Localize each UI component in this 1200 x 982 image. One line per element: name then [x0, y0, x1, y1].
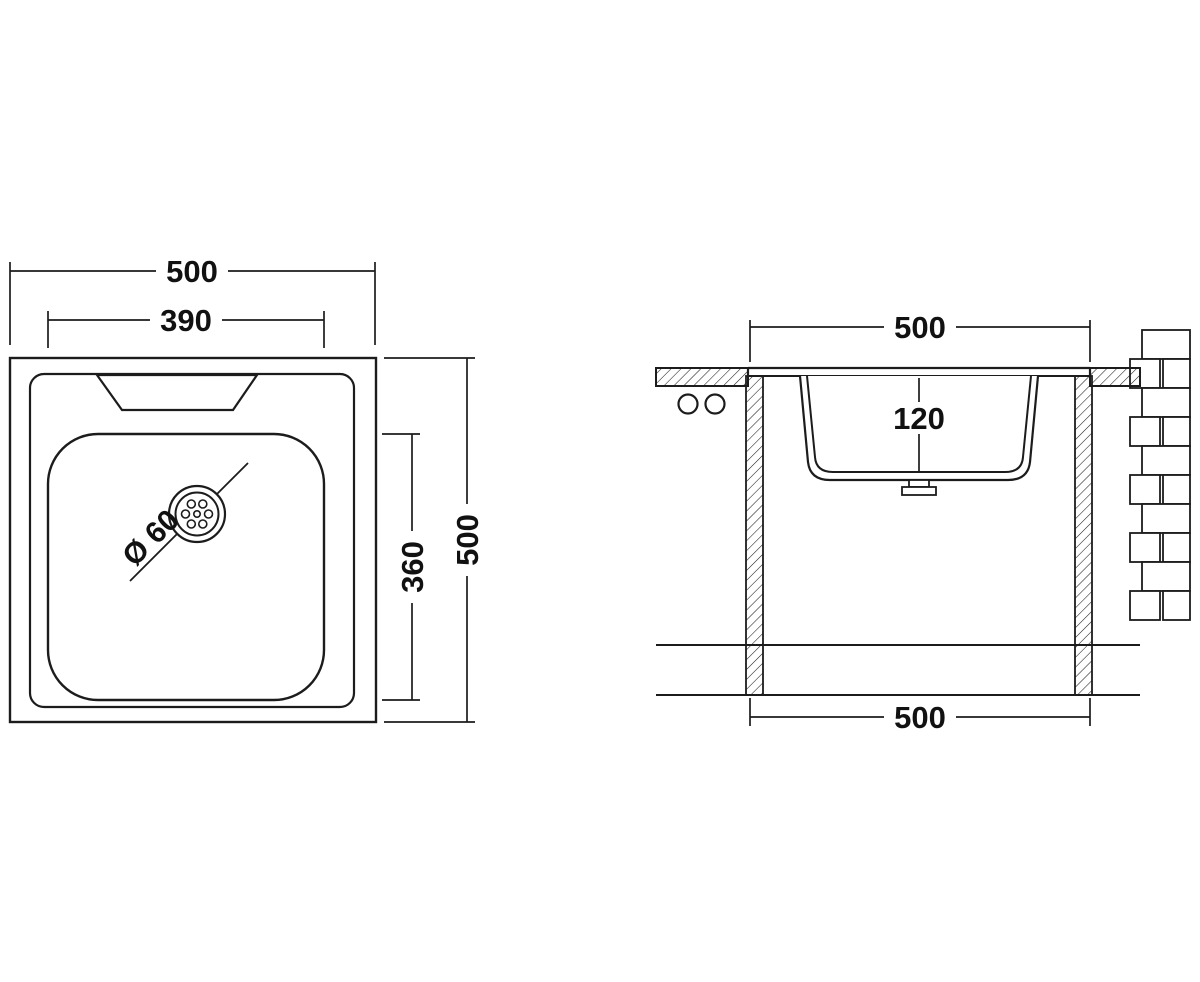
drain-outer-ring: [167, 484, 227, 544]
brick: [1162, 358, 1191, 389]
dim-basin-width: 390: [47, 303, 325, 348]
outer-height-label: 500: [450, 514, 485, 566]
brick: [1141, 561, 1191, 592]
brick: [1162, 474, 1191, 505]
section-bottom-width-label: 500: [894, 700, 946, 735]
top-view: Ø 60 500 390 500: [8, 254, 485, 724]
section-view: 500 120 500: [655, 310, 1191, 735]
section-top-width-label: 500: [894, 310, 946, 345]
basin-height-label: 360: [395, 541, 430, 593]
drain-hole: [186, 499, 197, 509]
basin-depth-label: 120: [893, 401, 945, 436]
drain-hole: [203, 509, 214, 519]
countertop-right: [1089, 367, 1141, 387]
cabinet-wall-left: [745, 375, 764, 696]
brick: [1129, 532, 1161, 563]
drain-inner-ring: [174, 491, 220, 537]
brick: [1129, 474, 1161, 505]
brick: [1162, 590, 1191, 621]
brick: [1141, 387, 1191, 418]
dim-outer-height: 500: [384, 357, 485, 723]
brick: [1162, 532, 1191, 563]
brick: [1141, 503, 1191, 534]
drain-fitting: [901, 479, 937, 496]
drain-hole: [198, 519, 208, 529]
brick-wall: [1129, 329, 1191, 621]
brick: [1129, 590, 1161, 621]
cabinet-wall-right: [1074, 375, 1093, 696]
brick: [1141, 445, 1191, 476]
outer-width-label: 500: [166, 254, 218, 289]
countertop-left: [655, 367, 749, 387]
dim-section-top-width: 500: [749, 310, 1091, 362]
fitting-hole: [704, 393, 726, 415]
basin-width-label: 390: [160, 303, 212, 338]
drain-hole: [193, 509, 202, 518]
dim-basin-depth: 120: [883, 378, 955, 472]
sink-rim-section: [746, 366, 1092, 377]
brick: [1141, 329, 1191, 360]
drain-hole: [186, 519, 197, 529]
dim-basin-height: 360: [382, 433, 430, 701]
basin-outline: [46, 432, 326, 702]
brick: [1162, 416, 1191, 447]
brick: [1129, 416, 1161, 447]
fitting-hole: [677, 393, 699, 415]
drain-icon: [129, 462, 249, 582]
dim-outer-width: 500: [9, 254, 376, 345]
dim-section-bottom-width: 500: [749, 698, 1091, 735]
drain-hole: [198, 499, 208, 509]
drain-hole: [180, 509, 191, 519]
tap-ledge: [94, 373, 260, 412]
